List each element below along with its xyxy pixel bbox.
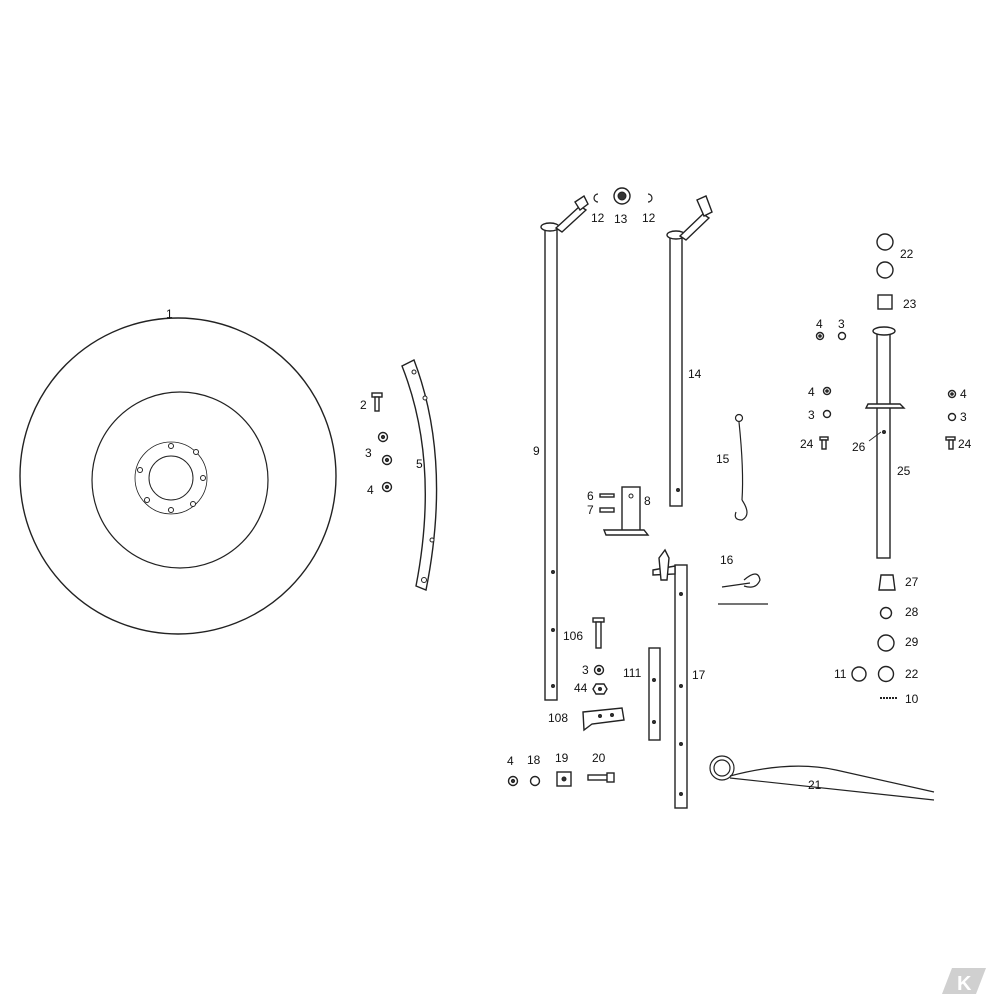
brand-logo-letter: K bbox=[957, 973, 972, 995]
label-15: 15 bbox=[716, 452, 730, 466]
part-15-hook bbox=[734, 413, 748, 521]
part-4-nut-b bbox=[507, 775, 519, 787]
part-28-ring bbox=[879, 606, 893, 620]
part-17-bar bbox=[652, 548, 688, 809]
label-24a: 24 bbox=[800, 437, 814, 451]
part-106-bolt bbox=[592, 617, 605, 649]
label-23: 23 bbox=[903, 297, 917, 311]
part-12-circlip-right bbox=[647, 193, 653, 203]
part-29-ring bbox=[877, 634, 895, 652]
label-18: 18 bbox=[527, 753, 541, 767]
label-20: 20 bbox=[592, 751, 606, 765]
label-3d: 3 bbox=[808, 408, 815, 422]
part-7-pin bbox=[599, 507, 615, 513]
part-4-nut-d bbox=[822, 386, 832, 396]
label-5: 5 bbox=[416, 457, 423, 471]
part-23-bushing bbox=[877, 294, 893, 310]
label-19: 19 bbox=[555, 751, 569, 765]
label-22a: 22 bbox=[900, 247, 914, 261]
brand-logo: K bbox=[942, 968, 986, 995]
part-21-spring-tine bbox=[709, 755, 935, 801]
part-4-nut-c bbox=[815, 331, 825, 341]
label-3a: 3 bbox=[365, 446, 372, 460]
part-111-strip bbox=[648, 647, 661, 741]
label-25: 25 bbox=[897, 464, 911, 478]
part-19-clip bbox=[556, 771, 572, 787]
label-28: 28 bbox=[905, 605, 919, 619]
part-3-washer-c bbox=[837, 331, 847, 341]
part-2-bolt bbox=[371, 392, 383, 412]
label-9: 9 bbox=[533, 444, 540, 458]
part-24-bolt-left bbox=[819, 436, 829, 450]
label-4b: 4 bbox=[507, 754, 514, 768]
part-3-washer-e bbox=[947, 412, 957, 422]
label-12a: 12 bbox=[591, 211, 605, 225]
part-1-disc bbox=[19, 317, 337, 635]
part-22-ring-top bbox=[876, 233, 894, 279]
label-14: 14 bbox=[688, 367, 702, 381]
part-12-circlip-left bbox=[593, 193, 599, 203]
label-3b: 3 bbox=[582, 663, 589, 677]
part-9-tube bbox=[540, 194, 589, 701]
label-4e: 4 bbox=[960, 387, 967, 401]
label-4a: 4 bbox=[367, 483, 374, 497]
part-18-washer bbox=[529, 775, 541, 787]
label-6: 6 bbox=[587, 489, 594, 503]
part-20-bolt bbox=[587, 772, 615, 783]
label-8: 8 bbox=[644, 494, 651, 508]
part-24-bolt-right bbox=[945, 436, 956, 450]
label-106: 106 bbox=[563, 629, 583, 643]
label-2: 2 bbox=[360, 398, 367, 412]
part-3-washer bbox=[377, 431, 393, 466]
part-4-nut bbox=[381, 481, 393, 493]
label-24b: 24 bbox=[958, 437, 972, 451]
label-7: 7 bbox=[587, 503, 594, 517]
label-108: 108 bbox=[548, 711, 568, 725]
part-8-bracket bbox=[602, 486, 650, 536]
label-13: 13 bbox=[614, 212, 628, 226]
part-25-shaft bbox=[864, 326, 906, 559]
label-11: 11 bbox=[834, 667, 847, 681]
part-27-cap bbox=[878, 574, 896, 591]
part-3-washer-b bbox=[593, 664, 605, 676]
part-108-clamp bbox=[582, 707, 625, 732]
label-16: 16 bbox=[720, 553, 734, 567]
part-22-ring-bottom bbox=[877, 665, 895, 683]
label-3e: 3 bbox=[960, 410, 967, 424]
label-22b: 22 bbox=[905, 667, 919, 681]
label-26: 26 bbox=[852, 440, 866, 454]
part-16-linch-pin bbox=[718, 573, 768, 605]
part-5-curved-strip bbox=[401, 359, 438, 591]
label-1: 1 bbox=[166, 307, 173, 321]
label-3c: 3 bbox=[838, 317, 845, 331]
part-11-ring bbox=[851, 666, 867, 682]
label-4d: 4 bbox=[808, 385, 815, 399]
label-27: 27 bbox=[905, 575, 919, 589]
label-21: 21 bbox=[808, 778, 822, 792]
part-6-pin bbox=[599, 493, 615, 498]
label-44: 44 bbox=[574, 681, 588, 695]
part-4-nut-e bbox=[947, 389, 957, 399]
label-10: 10 bbox=[905, 692, 919, 706]
part-3-washer-d bbox=[822, 409, 832, 419]
label-12b: 12 bbox=[642, 211, 656, 225]
part-14-tube bbox=[666, 195, 713, 507]
label-111: 111 bbox=[623, 666, 642, 680]
part-44-nut bbox=[592, 683, 608, 695]
part-13-bearing bbox=[613, 187, 631, 205]
label-29: 29 bbox=[905, 635, 919, 649]
label-4c: 4 bbox=[816, 317, 823, 331]
label-17: 17 bbox=[692, 668, 706, 682]
